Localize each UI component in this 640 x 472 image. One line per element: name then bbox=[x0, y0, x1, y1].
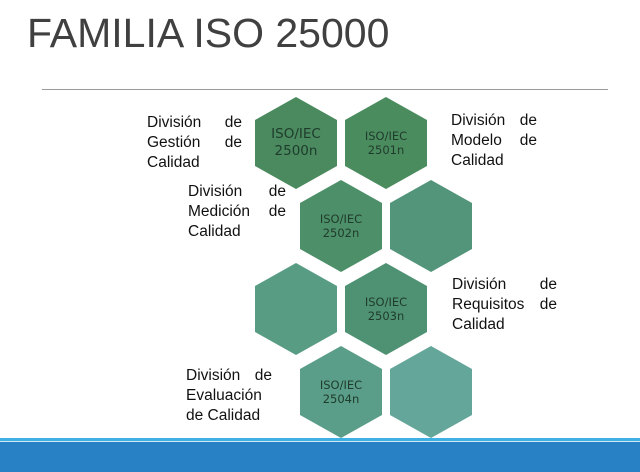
hexagon-label-2500n: ISO/IEC 2500n bbox=[256, 126, 336, 160]
label-line: División de bbox=[147, 114, 242, 131]
label-line: Medición de bbox=[188, 203, 286, 220]
footer-band bbox=[0, 442, 640, 472]
hexagon-label-line1: ISO/IEC bbox=[271, 126, 321, 142]
label-line: Requisitos de bbox=[452, 296, 557, 313]
hexagon-label-line1: ISO/IEC bbox=[319, 378, 363, 392]
footer-accent-line bbox=[0, 438, 640, 441]
label-line: Modelo de bbox=[451, 132, 537, 149]
hexagon-2504n bbox=[300, 346, 382, 438]
label-line: División de bbox=[188, 183, 286, 200]
hexagon-label-2504n: ISO/IEC 2504n bbox=[301, 378, 381, 407]
label-line: División de bbox=[451, 112, 537, 129]
hexagon-2501n bbox=[345, 97, 427, 189]
hexagon-label-line1: ISO/IEC bbox=[364, 129, 408, 143]
hexagon-2503n bbox=[345, 263, 427, 355]
label-line: de Calidad bbox=[186, 407, 261, 424]
hexagon-blank bbox=[390, 346, 472, 438]
hexagon-2500n bbox=[255, 97, 337, 189]
label-gestion: División de Gestión de Calidad bbox=[147, 113, 242, 173]
title-divider bbox=[42, 89, 608, 90]
hexagon-label-line2: 2501n bbox=[367, 143, 405, 158]
label-requisitos: División de Requisitos de Calidad bbox=[452, 275, 557, 335]
label-medicion: División de Medición de Calidad bbox=[188, 182, 286, 242]
hexagon-label-line1: ISO/IEC bbox=[319, 212, 363, 226]
hexagon-label-2501n: ISO/IEC 2501n bbox=[346, 129, 426, 158]
label-line: Calidad bbox=[452, 316, 505, 333]
label-line: Calidad bbox=[451, 152, 504, 169]
label-line: Evaluación bbox=[186, 387, 262, 404]
hexagon-label-line2: 2500n bbox=[274, 142, 318, 159]
label-line: División de bbox=[452, 276, 557, 293]
hexagon-label-line2: 2503n bbox=[367, 309, 405, 324]
label-evaluacion: División de Evaluación de Calidad bbox=[186, 366, 272, 426]
slide-title: FAMILIA ISO 25000 bbox=[27, 10, 390, 56]
hexagon-label-2502n: ISO/IEC 2502n bbox=[301, 212, 381, 241]
hexagon-blank bbox=[255, 263, 337, 355]
hexagon-blank bbox=[390, 180, 472, 272]
hexagon-label-line2: 2504n bbox=[322, 392, 360, 407]
hexagon-label-2503n: ISO/IEC 2503n bbox=[346, 295, 426, 324]
footer-separator bbox=[0, 441, 640, 442]
hexagon-label-line2: 2502n bbox=[322, 226, 360, 241]
label-line: Gestión de bbox=[147, 134, 242, 151]
label-modelo: División de Modelo de Calidad bbox=[451, 111, 537, 171]
hexagon-2502n bbox=[300, 180, 382, 272]
label-line: Calidad bbox=[147, 154, 200, 171]
label-line: División de bbox=[186, 367, 272, 384]
label-line: Calidad bbox=[188, 223, 241, 240]
hexagon-label-line1: ISO/IEC bbox=[364, 295, 408, 309]
